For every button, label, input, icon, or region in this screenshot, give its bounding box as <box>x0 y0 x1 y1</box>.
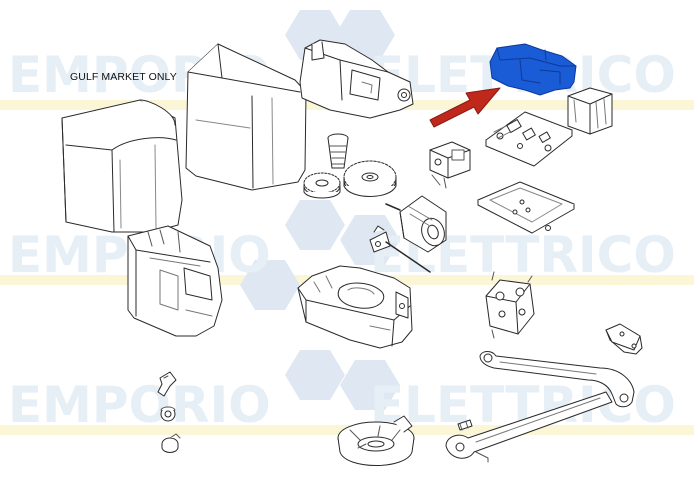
gearbox-frame <box>127 225 223 337</box>
fork-bracket <box>605 323 643 355</box>
mounting-plate <box>477 181 575 234</box>
gulf-market-note: GULF MARKET ONLY <box>70 71 177 83</box>
lever-rod <box>369 225 431 273</box>
cover-large <box>61 99 183 233</box>
control-unit-cover <box>489 43 577 96</box>
base-housing-top <box>299 39 414 119</box>
motor <box>385 195 447 253</box>
watermark: EMPORIO ELETTRICO EMPORIO ELETTRICO EMPO… <box>0 10 694 435</box>
red-arrow <box>429 87 501 128</box>
worm-gear <box>327 133 349 169</box>
circuit-board <box>485 111 573 167</box>
pin-bolt <box>457 419 473 431</box>
watermark-text-5: EMPORIO <box>8 376 271 434</box>
articulated-arm <box>479 351 635 408</box>
straight-arm <box>445 391 613 463</box>
gear-wheel-large <box>343 160 397 197</box>
transformer <box>567 87 613 135</box>
release-clip <box>157 371 177 397</box>
knob <box>161 433 181 453</box>
base-housing-bottom <box>297 265 413 349</box>
bracket <box>485 271 535 339</box>
lower-housing-round <box>337 415 415 466</box>
cover-small <box>185 43 307 191</box>
gear-wheel-small <box>303 172 341 199</box>
connector-block <box>429 141 471 189</box>
spring <box>160 406 176 422</box>
